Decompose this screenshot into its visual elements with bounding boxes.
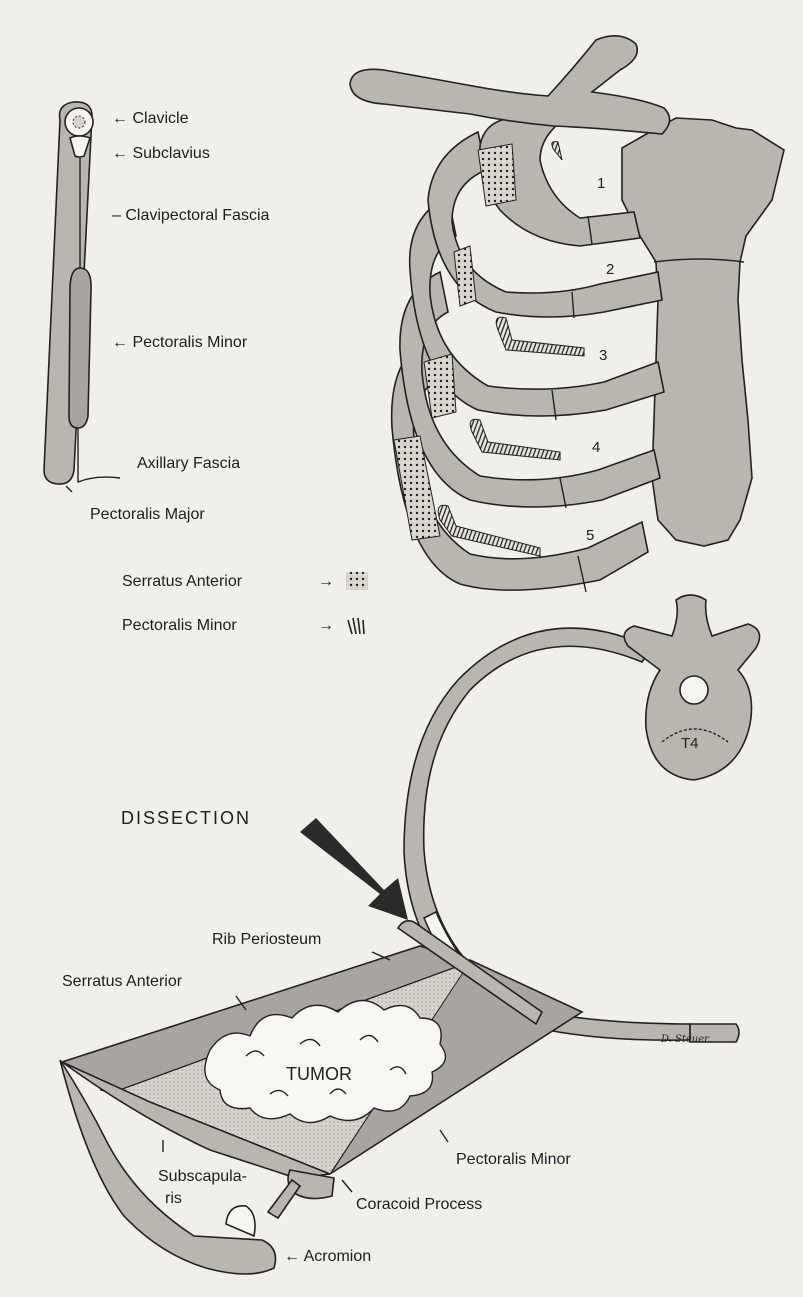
label-pectoralis-minor-dissection: Pectoralis Minor xyxy=(456,1151,571,1168)
dissection-arrow-icon xyxy=(300,818,408,920)
legend-arrow-1: → xyxy=(318,573,334,590)
spinal-canal xyxy=(680,676,708,704)
pointer-coracoid xyxy=(342,1180,352,1192)
label-serratus-anterior: Serratus Anterior xyxy=(62,973,183,990)
pec-minor-hatch-1 xyxy=(552,142,562,160)
label-clavicle: ← Clavicle xyxy=(112,110,189,127)
pectoralis-major-pointer xyxy=(66,486,72,492)
legend-pectoralis-minor-label: Pectoralis Minor xyxy=(122,617,237,634)
label-rib-periosteum: Rib Periosteum xyxy=(212,931,321,948)
label-dissection: DISSECTION xyxy=(121,808,251,828)
label-pectoralis-minor: ← Pectoralis Minor xyxy=(112,334,248,351)
rib-cage: 1 2 3 4 5 xyxy=(350,36,784,592)
rib-number-1: 1 xyxy=(597,175,605,192)
artist-signature: D. Steuer xyxy=(660,1034,710,1045)
legend-serratus-anterior-label: Serratus Anterior xyxy=(122,573,243,590)
pointer-pectoralis-minor xyxy=(440,1130,448,1142)
rib-number-3: 3 xyxy=(599,347,607,364)
legend-dots-swatch xyxy=(346,572,368,590)
fascia-cross-section: ← Clavicle ← Subclavius – Clavipectoral … xyxy=(44,102,270,523)
clavicle-marrow xyxy=(73,116,85,128)
label-axillary-fascia: Axillary Fascia xyxy=(137,455,240,472)
legend-arrow-2: → xyxy=(318,617,334,634)
rib-number-5: 5 xyxy=(586,527,594,544)
clavicle-bone xyxy=(350,36,670,134)
legend: Serratus Anterior → Pectoralis Minor → xyxy=(122,572,368,634)
pec-minor-hatch-4 xyxy=(470,419,560,460)
serratus-stipple-1 xyxy=(478,144,516,206)
label-coracoid-process: Coracoid Process xyxy=(356,1196,482,1213)
coracoid-tip xyxy=(268,1180,300,1218)
label-subscapularis-2: ris xyxy=(165,1190,182,1207)
label-tumor: TUMOR xyxy=(286,1064,352,1084)
legend-hatch-swatch xyxy=(348,618,364,634)
label-clavipectoral-fascia: – Clavipectoral Fascia xyxy=(112,207,270,224)
label-subscapularis-1: Subscapula- xyxy=(158,1168,247,1185)
rib-number-4: 4 xyxy=(592,439,600,456)
label-t4: T4 xyxy=(681,735,699,752)
rib-number-2: 2 xyxy=(606,261,614,278)
axillary-fascia-line xyxy=(78,428,120,482)
label-subclavius: ← Subclavius xyxy=(112,145,210,162)
pec-minor-hatch-3 xyxy=(496,317,584,356)
label-pectoralis-major: Pectoralis Major xyxy=(90,506,205,523)
dissection-section: DISSECTION TUMOR Rib Periosteum Serratus… xyxy=(60,808,710,1274)
pectoralis-minor-shape xyxy=(69,268,91,428)
label-acromion: ← Acromion xyxy=(284,1248,371,1265)
acromion-notch xyxy=(226,1206,255,1236)
serratus-stipple-2 xyxy=(454,246,476,306)
